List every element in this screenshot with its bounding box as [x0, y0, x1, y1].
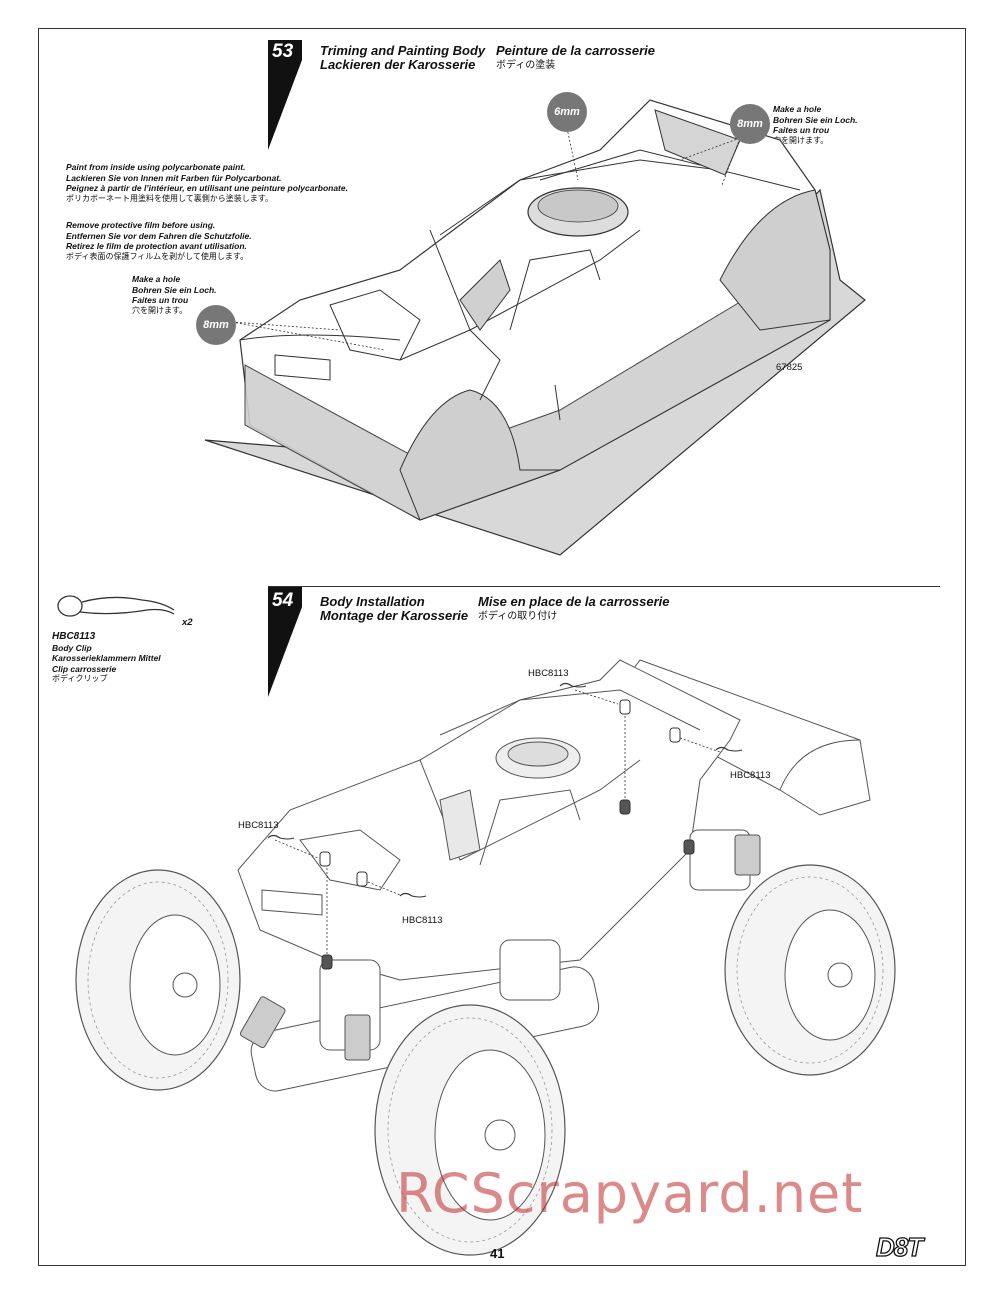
step53-title-jp: ボディの塗装 [496, 60, 556, 71]
callout-hbc8113-front: HBC8113 [402, 915, 443, 926]
hole-size-8mm-right: 8mm [730, 104, 770, 144]
film-note: Remove protective film before using. Ent… [66, 220, 252, 261]
step53-title-en: Triming and Painting Body [320, 43, 486, 58]
hole-size-6mm: 6mm [547, 92, 587, 132]
step54-title-de: Montage der Karosserie [320, 608, 469, 623]
body-clip-icon [57, 595, 175, 617]
body-clip-qty: x2 [182, 617, 193, 628]
page-number: 41 [490, 1246, 505, 1261]
step54-title-fr: Mise en place de la carrosserie [478, 594, 670, 609]
step54-title-en: Body Installation [320, 594, 425, 609]
hole-size-8mm-left: 8mm [196, 305, 236, 345]
callout-hbc8113-right: HBC8113 [730, 770, 771, 781]
step53-number: 53 [272, 41, 294, 62]
watermark: RCScrapyard.net [396, 1162, 864, 1225]
d8t-logo: D8T [875, 1231, 923, 1262]
step54-title-jp: ボディの取り付け [478, 611, 558, 622]
step53-title-de: Lackieren der Karosserie [320, 57, 476, 72]
part-number-label: 67825 [776, 362, 803, 373]
body-shell-drawing [204, 99, 866, 556]
step54-number: 54 [272, 590, 294, 611]
step54-divider [268, 586, 940, 587]
hole-note-right: Make a hole Bohren Sie ein Loch. Faites … [773, 104, 858, 145]
paint-note: Paint from inside using polycarbonate pa… [66, 162, 348, 203]
callout-hbc8113-left: HBC8113 [238, 820, 279, 831]
step54-badge [268, 587, 302, 697]
callout-hbc8113-top: HBC8113 [528, 668, 569, 679]
step53-title-fr: Peinture de la carrosserie [496, 43, 655, 58]
page-frame [38, 28, 966, 1266]
hole-note-left: Make a hole Bohren Sie ein Loch. Faites … [132, 274, 217, 315]
body-clip-label: HBC8113 Body Clip Karosserieklammern Mit… [52, 631, 161, 683]
step53-badge [268, 40, 302, 150]
